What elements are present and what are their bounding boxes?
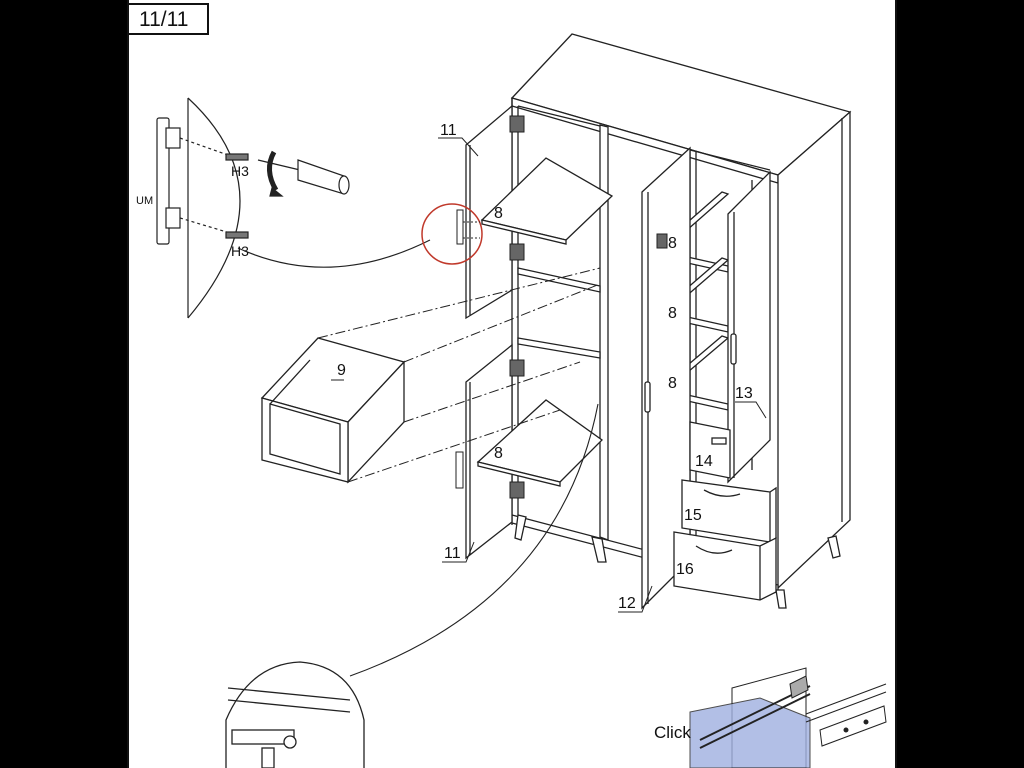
label-door-11-top: 11	[440, 122, 457, 139]
handle-detail	[455, 451, 464, 489]
box-9	[260, 337, 406, 484]
label-door-11-bottom: 11	[444, 545, 461, 562]
step-indicator: 11/11	[129, 3, 209, 35]
label-shelf-8-bottom-left: 8	[494, 445, 503, 462]
label-drawer-16: 16	[676, 561, 694, 578]
shelf-8-top	[480, 157, 614, 245]
guide-lines	[317, 267, 601, 483]
drawer-16	[673, 531, 777, 601]
label-click: Click	[654, 723, 691, 742]
zoom-detail	[225, 661, 365, 768]
label-shelf-8-top-left: 8	[494, 205, 503, 222]
label-um: UM	[136, 195, 153, 207]
label-leaders	[331, 137, 767, 613]
part-labels: UM H3 H3 11 11 8 8 8 8 8 9 12 13 14 15 1…	[136, 122, 753, 742]
detail-callout	[156, 97, 431, 319]
label-drawer-15: 15	[684, 507, 702, 524]
label-shelf-8-right-2: 8	[668, 305, 677, 322]
step-number: 11/11	[139, 8, 189, 31]
highlight-circle	[421, 203, 483, 265]
label-door-12: 12	[618, 595, 636, 612]
label-h3-bottom: H3	[231, 243, 249, 259]
label-box-9: 9	[337, 362, 346, 379]
label-door-13: 13	[735, 385, 753, 402]
label-shelf-8-right-1: 8	[668, 235, 677, 252]
click-detail	[689, 667, 887, 768]
shelf-8-bottom	[476, 399, 604, 487]
label-shelf-8-right-3: 8	[668, 375, 677, 392]
screwdriver-icon	[257, 150, 350, 197]
hinges	[509, 115, 668, 499]
label-drawer-14: 14	[695, 453, 713, 470]
leader-arc	[349, 403, 599, 677]
door-13	[727, 170, 771, 484]
drawer-14	[689, 421, 731, 479]
label-h3-top: H3	[231, 163, 249, 179]
drawer-15	[681, 479, 777, 543]
